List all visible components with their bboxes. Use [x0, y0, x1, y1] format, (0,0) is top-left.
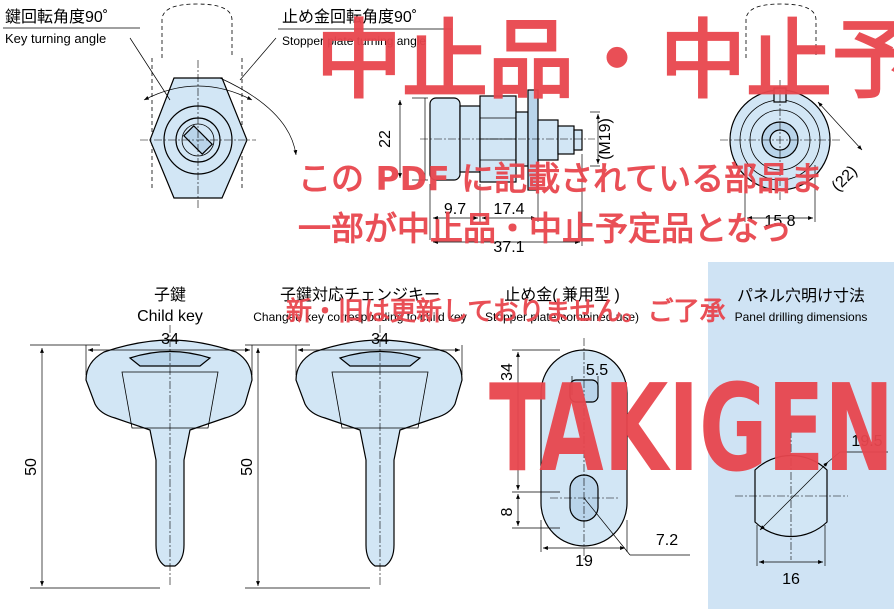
dim-37-1: 37.1: [493, 239, 524, 256]
rear-view: [720, 3, 863, 222]
dim-m19: (M19): [597, 118, 614, 160]
dim-changed-height: 50: [239, 458, 256, 476]
watermark-line4: 新・旧は更新しておりません。ご了承: [286, 296, 726, 327]
dim-17-4: 17.4: [493, 201, 524, 218]
changed-key-title-en: Changed key corresponding to child key: [253, 310, 466, 324]
side-view: [398, 89, 600, 246]
dim-9-7: 9.7: [444, 201, 466, 218]
key-angle-label-jp: 鍵回転角度90˚: [5, 8, 108, 26]
stopper-plate-title-jp: 止め金( 兼用型 ): [504, 286, 620, 304]
stopper-angle-label-jp: 止め金回転角度90˚: [282, 8, 417, 26]
key-angle-label-en: Key turning angle: [5, 31, 106, 46]
watermark-line2: この PDF に記載されている部品ま: [298, 159, 823, 198]
stopper-plate-title-en: Stopper plate(combined use): [485, 310, 639, 324]
panel-drilling-background: [708, 262, 894, 609]
dim-plate-hole: 8: [499, 507, 516, 516]
child-key-title-en: Child key: [137, 308, 203, 325]
dimension-values: 22 (M19) 9.7 17.4 37.1 15.8 (22) 34 50 3…: [23, 118, 883, 588]
dim-key-height: 50: [23, 458, 40, 476]
watermark: 中止品・中止予 この PDF に記載されている部品ま 一部が中止品・中止予定品と…: [286, 11, 894, 499]
dim-22-rear: (22): [829, 163, 861, 195]
stopper-angle-label-en: Stopper plate turning angle: [282, 34, 426, 48]
watermark-line1: 中止品・中止予: [316, 11, 894, 111]
changed-key-drawing: [245, 325, 463, 589]
front-view-hex: [129, 3, 298, 210]
child-key-title-jp: 子鍵: [154, 286, 186, 304]
dim-panel-dia: 19.5: [851, 433, 882, 450]
dim-plate-height: 34: [499, 363, 516, 381]
watermark-line3: 一部が中止品・中止予定品となっ: [298, 209, 792, 248]
watermark-brand: TAKIGEN: [489, 360, 894, 499]
child-key-drawing: [30, 325, 253, 589]
dim-panel-flat: 16: [782, 571, 800, 588]
dim-key-width: 34: [161, 331, 179, 348]
labels: 鍵回転角度90˚ Key turning angle 止め金回転角度90˚ St…: [3, 8, 867, 325]
panel-hole-drawing: [735, 430, 888, 566]
stopper-plate-drawing: [512, 338, 690, 560]
dim-side-height: 22: [377, 130, 394, 148]
panel-title-jp: パネル穴明け寸法: [737, 287, 865, 305]
dim-changed-width: 34: [371, 331, 389, 348]
dim-plate-offset: 7.2: [656, 532, 678, 549]
dim-15-8: 15.8: [764, 213, 795, 230]
dim-plate-width: 19: [575, 553, 593, 570]
panel-title-en: Panel drilling dimensions: [735, 310, 868, 324]
changed-key-title-jp: 子鍵対応チェンジキー: [280, 286, 440, 304]
dim-plate-slot: 5.5: [586, 362, 608, 379]
